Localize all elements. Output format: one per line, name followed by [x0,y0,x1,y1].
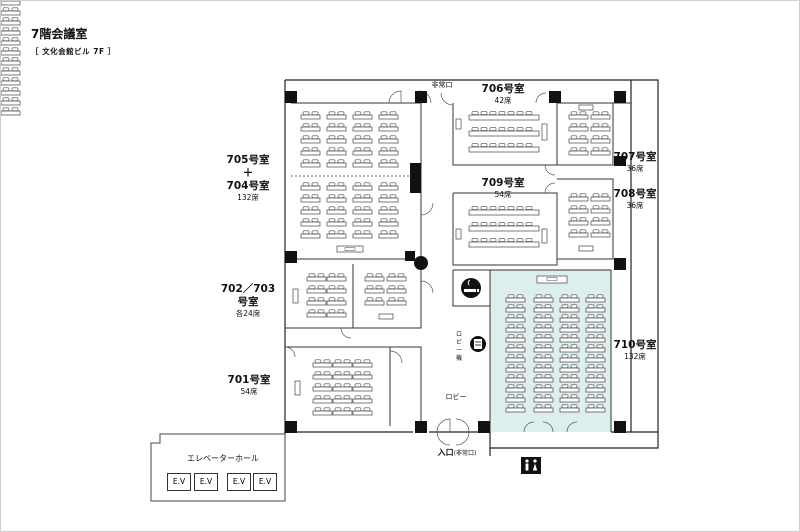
room-708-seats: 36席 [626,201,644,210]
room-710-label: 710号室 132席 [607,339,663,362]
room-701-label: 701号室 54席 [219,374,279,397]
room-704-name: 704号室 [226,180,270,192]
room-706-name: 706号室 [481,83,525,95]
room-709-seats: 54席 [494,190,512,199]
entrance-label: 入口(非常口) [427,440,487,459]
desks-703 [364,273,407,320]
room-710-seats: 132席 [624,352,646,361]
elevator-4: E.V [253,473,277,491]
room-702-703-suffix: 号室 [237,296,259,308]
door-swings [284,90,578,446]
page-title: 7階会議室 [31,27,88,41]
elevator-hall-label: エレベーターホール [187,454,259,463]
desks-702 [292,273,347,318]
elevator-2: E.V [194,473,218,491]
room-707-label: 707号室 36席 [607,151,663,174]
desks-706 [455,111,548,153]
room-708-name: 708号室 [613,188,657,200]
lobby-label: ロビー [445,393,467,401]
room-709-label: 709号室 54席 [473,177,533,200]
room-706-label: 706号室 42席 [473,83,533,106]
vending-machine-icon [470,336,486,352]
elevator-3: E.V [227,473,251,491]
room-701-name: 701号室 [227,374,271,386]
page-subtitle: ［ 文化会館ビル 7F ］ [31,47,116,56]
desks-707 [568,104,611,156]
room-708-label: 708号室 36席 [607,188,663,211]
room-705-name: 705号室 [226,154,270,166]
desks-710 [1,1,568,284]
smoking-area-icon [461,278,481,298]
restroom-icon [521,457,541,474]
room-710-name: 710号室 [613,339,657,351]
pillars [285,91,626,433]
desks-701 [294,359,373,416]
entrance-main-label: 入口 [437,448,454,457]
desks-708 [568,193,611,252]
emergency-exit-label: 非常口 [431,81,453,89]
desks-709 [455,206,548,248]
room-702-703-label: 702／703 号室 各24席 [215,283,281,319]
room-705-704-plus: ＋ [242,167,254,179]
room-709-name: 709号室 [481,177,525,189]
room-707-seats: 36席 [626,164,644,173]
room-702-703-name: 702／703 [220,283,276,295]
room-702-703-seats: 各24席 [235,309,261,318]
room-707-name: 707号室 [613,151,657,163]
room-705-704-label: 705号室 ＋ 704号室 132席 [217,154,279,203]
elevator-1: E.V [167,473,191,491]
room-701-seats: 54席 [240,387,258,396]
lobby-phone-label: ロビー機 [455,331,462,362]
room-706-seats: 42席 [494,96,512,105]
desks-705-704 [300,111,399,253]
room-705-704-seats: 132席 [237,193,259,202]
entrance-sub-label: (非常口) [453,450,477,457]
